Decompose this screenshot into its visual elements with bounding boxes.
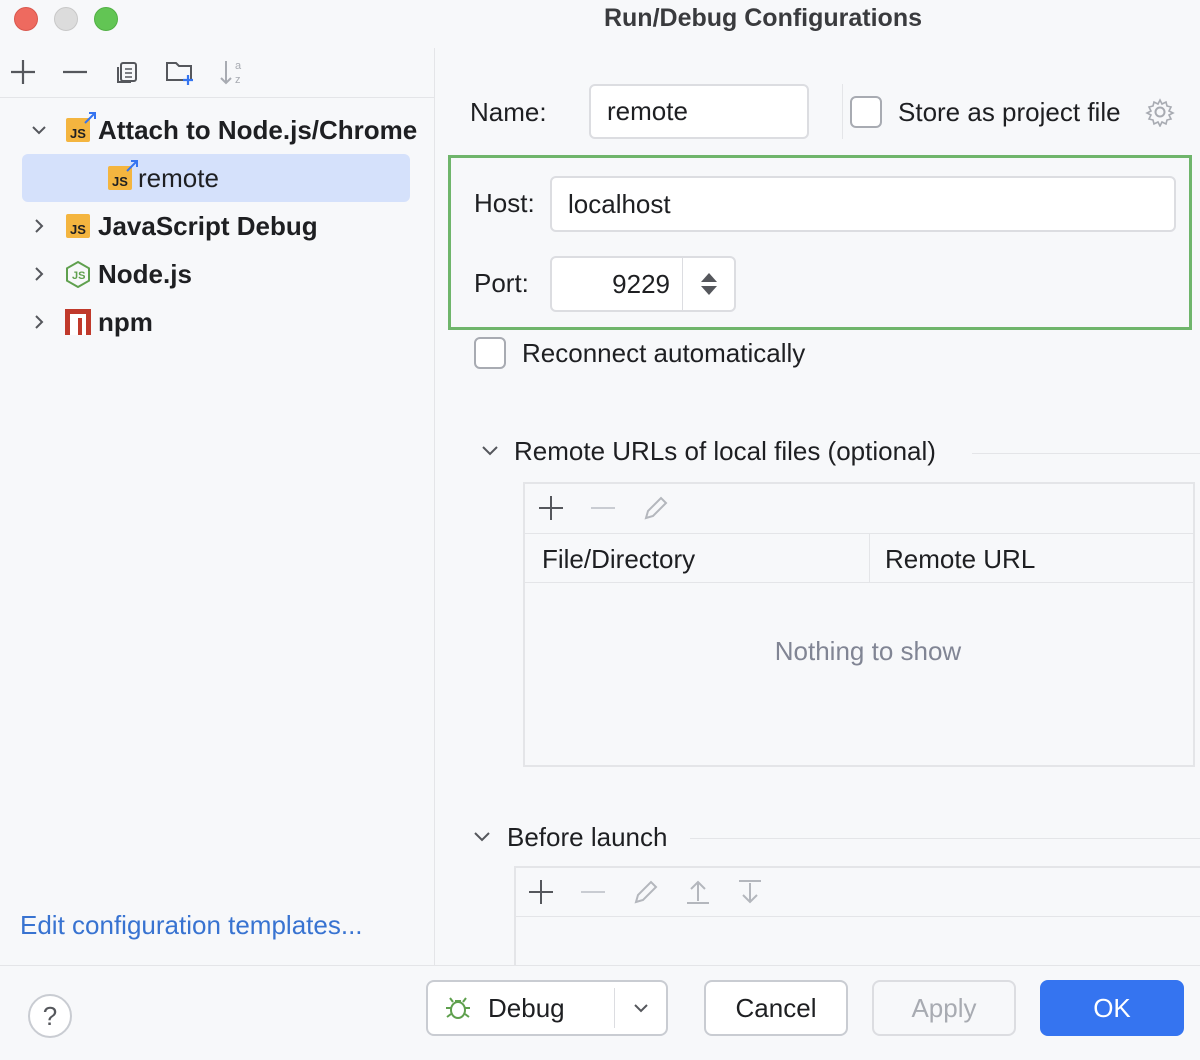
table-toolbar-divider: [525, 533, 1193, 534]
pencil-icon: [641, 493, 671, 523]
pencil-icon: [631, 877, 661, 907]
chevron-right-icon[interactable]: [24, 259, 54, 289]
pane-divider[interactable]: [434, 48, 435, 965]
title-bar: Run/Debug Configurations: [0, 0, 1200, 40]
plus-icon[interactable]: [6, 55, 40, 89]
section-divider: [690, 838, 1200, 839]
store-as-project-file-checkbox[interactable]: [850, 96, 882, 128]
window-title: Run/Debug Configurations: [603, 4, 923, 32]
port-spinner[interactable]: 9229: [550, 256, 736, 312]
tree-group-js-debug[interactable]: JS JavaScript Debug: [0, 202, 434, 250]
spinner-arrows-icon[interactable]: [683, 270, 734, 298]
selected-row-highlight: [22, 154, 410, 202]
npm-icon: [64, 308, 92, 336]
name-input[interactable]: remote: [589, 84, 809, 139]
host-input[interactable]: localhost: [550, 176, 1176, 232]
move-up-icon: [683, 877, 713, 907]
header-divider: [525, 582, 1193, 583]
port-label: Port:: [474, 268, 529, 298]
edit-templates-link[interactable]: Edit configuration templates...: [20, 910, 363, 940]
separator: [842, 84, 843, 139]
js-attach-icon: JS: [64, 112, 96, 144]
svg-text:JS: JS: [72, 270, 85, 282]
table-header: [525, 534, 1193, 582]
minus-icon: [588, 493, 618, 523]
host-label: Host:: [474, 188, 535, 218]
chevron-down-icon[interactable]: [470, 824, 494, 848]
section-divider: [972, 453, 1200, 454]
copy-icon[interactable]: [110, 55, 144, 89]
js-icon: JS: [64, 212, 92, 240]
tree-label: Attach to Node.js/Chrome: [98, 114, 418, 145]
chevron-down-icon[interactable]: [24, 115, 54, 145]
tree-label: npm: [98, 306, 153, 337]
minimize-window-button[interactable]: [54, 7, 78, 31]
port-value[interactable]: 9229: [612, 268, 670, 299]
tree-label: remote: [138, 162, 219, 193]
tree-group-npm[interactable]: npm: [0, 298, 434, 346]
apply-button[interactable]: Apply: [872, 980, 1016, 1036]
plus-icon[interactable]: [536, 493, 566, 523]
debug-button-label[interactable]: Debug: [488, 992, 565, 1023]
column-header-file[interactable]: File/Directory: [542, 544, 696, 574]
tree-label: Node.js: [98, 258, 192, 289]
debug-split-button[interactable]: Debug: [426, 980, 668, 1036]
move-down-icon: [735, 877, 765, 907]
remote-urls-title[interactable]: Remote URLs of local files (optional): [514, 436, 936, 466]
chevron-right-icon[interactable]: [24, 211, 54, 241]
ok-button[interactable]: OK: [1040, 980, 1184, 1036]
connection-settings-highlight: [448, 155, 1192, 330]
plus-icon[interactable]: [526, 877, 556, 907]
list-toolbar-divider: [516, 916, 1200, 917]
column-divider[interactable]: [869, 534, 870, 582]
js-attach-icon: JS: [106, 160, 138, 192]
close-window-button[interactable]: [14, 7, 38, 31]
chevron-down-icon[interactable]: [478, 438, 502, 462]
footer-separator: [0, 965, 1200, 966]
store-as-project-file-label: Store as project file: [898, 97, 1121, 127]
minus-icon[interactable]: [58, 55, 92, 89]
folder-add-icon[interactable]: [163, 55, 197, 89]
tree-item-remote[interactable]: JS remote: [0, 154, 434, 202]
svg-text:a: a: [235, 60, 242, 72]
zoom-window-button[interactable]: [94, 7, 118, 31]
chevron-right-icon[interactable]: [24, 307, 54, 337]
name-label: Name:: [470, 97, 547, 127]
tree-group-attach[interactable]: JS Attach to Node.js/Chrome: [0, 106, 434, 154]
before-launch-title[interactable]: Before launch: [507, 822, 668, 852]
chevron-down-icon[interactable]: [615, 998, 666, 1018]
remote-urls-table: [523, 482, 1195, 767]
gear-icon[interactable]: [1145, 97, 1175, 128]
toolbar-separator: [0, 97, 434, 98]
cancel-button[interactable]: Cancel: [704, 980, 848, 1036]
tree-label: JavaScript Debug: [98, 210, 318, 241]
reconnect-label: Reconnect automatically: [522, 338, 806, 368]
nodejs-icon: JS: [64, 260, 92, 288]
help-button[interactable]: ?: [28, 994, 72, 1038]
reconnect-checkbox[interactable]: [474, 337, 506, 369]
bug-icon: [428, 993, 488, 1023]
tree-group-node[interactable]: JS Node.js: [0, 250, 434, 298]
column-header-remote-url[interactable]: Remote URL: [885, 544, 1036, 574]
minus-icon: [578, 877, 608, 907]
empty-state-text: Nothing to show: [774, 636, 962, 666]
svg-text:z: z: [235, 74, 241, 86]
